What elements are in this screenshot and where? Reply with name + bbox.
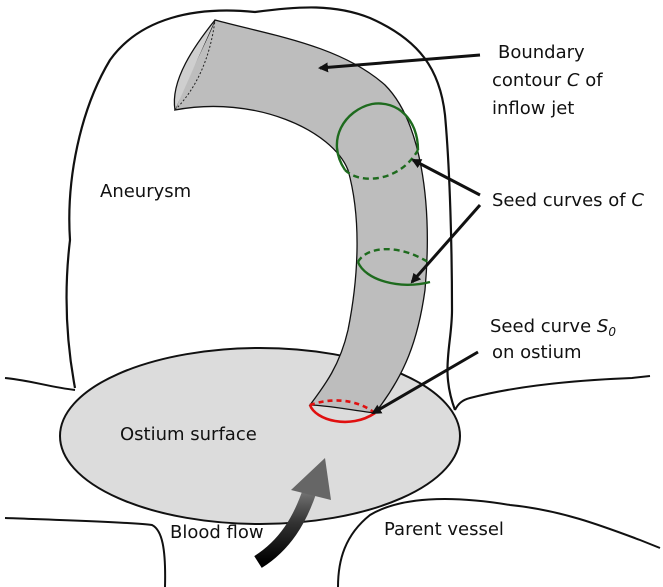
seed-s0-label-line2: on ostium: [492, 342, 582, 363]
jet-top-opening: [174, 19, 216, 111]
blood-flow-arrow-shaft: [254, 487, 317, 568]
parent-vessel-wall: [337, 498, 661, 587]
seed-s0-label-line1: Seed curve S0: [490, 316, 616, 339]
boundary-contour-arrow: [318, 53, 481, 73]
seed-s0-arrow: [371, 350, 479, 415]
parent-vessel-label: Parent vessel: [384, 519, 504, 540]
seed-curves-label: Seed curves of C: [492, 190, 644, 211]
seed-curve-lower-dashed: [356, 248, 429, 264]
seed-curve-upper-dashed: [344, 149, 420, 180]
ostium-label: Ostium surface: [120, 424, 257, 445]
blood-flow-label: Blood flow: [170, 522, 264, 543]
blood-flow-arrow-head: [291, 458, 331, 500]
left-vessel-wall: [4, 377, 76, 391]
lower-left-vessel-wall: [4, 517, 167, 587]
aneurysm-outline: [65, 6, 457, 411]
boundary-label-line1: Boundary: [498, 42, 585, 63]
seed-curve-s0-solid: [308, 404, 376, 424]
boundary-label-line2: contour C of: [492, 70, 603, 91]
right-vessel-wall: [454, 375, 651, 411]
seed-curves-arrow-lower: [410, 204, 482, 284]
inflow-jet-contour: [174, 19, 428, 414]
jet-top-rim: [173, 19, 216, 111]
seed-curve-upper-solid: [335, 102, 420, 171]
aneurysm-label: Aneurysm: [100, 181, 191, 202]
boundary-label-line3: inflow jet: [492, 98, 574, 119]
seed-curves-arrow-upper: [411, 158, 481, 197]
seed-curve-lower-solid: [356, 261, 431, 286]
